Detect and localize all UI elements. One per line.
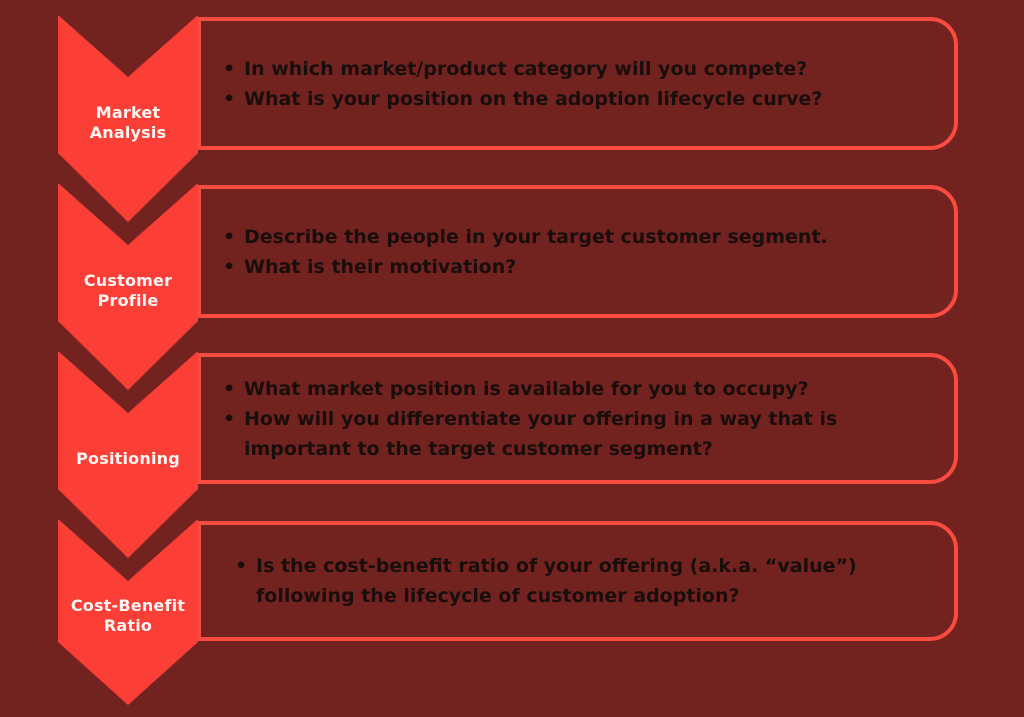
bullet-list: • What market position is available for …: [201, 374, 954, 464]
question-box-customer-profile: • Describe the people in your target cus…: [197, 185, 958, 318]
bullet-line: In which market/product category will yo…: [244, 57, 808, 80]
chevron-label-cost-benefit-ratio: Cost-Benefit Ratio: [70, 596, 186, 635]
bullet-item: • In which market/product category will …: [223, 54, 942, 84]
bullet-line: How will you differentiate your offering…: [244, 407, 838, 430]
bullet-list: • Describe the people in your target cus…: [201, 222, 954, 282]
bullet-line: following the lifecycle of customer adop…: [256, 585, 740, 607]
bullet-dot-icon: •: [223, 255, 236, 278]
chevron-label-customer-profile: Customer Profile: [83, 270, 173, 310]
bullet-dot-icon: •: [223, 407, 236, 430]
bullet-dot-icon: •: [223, 57, 236, 80]
bullet-line: What market position is available for yo…: [244, 377, 809, 400]
bullet-line: Is the cost-benefit ratio of your offeri…: [256, 555, 857, 577]
bullet-dot-icon: •: [223, 377, 236, 400]
chevron-label-market-analysis: Market Analysis: [89, 102, 167, 142]
chevron-market-analysis: Market Analysis: [58, 15, 198, 222]
bullet-line: important to the target customer segment…: [244, 437, 713, 460]
bullet-list: • In which market/product category will …: [201, 54, 954, 114]
bullet-item: • What market position is available for …: [223, 374, 942, 404]
bullet-item: • Is the cost-benefit ratio of your offe…: [235, 551, 942, 611]
bullet-list: • Is the cost-benefit ratio of your offe…: [201, 551, 954, 611]
bullet-line: What is their motivation?: [244, 255, 517, 278]
bullet-dot-icon: •: [235, 555, 248, 577]
bullet-dot-icon: •: [223, 87, 236, 110]
chevron-label-positioning: Positioning: [76, 448, 180, 468]
bullet-line: Describe the people in your target custo…: [244, 225, 828, 248]
bullet-item: • What is their motivation?: [223, 252, 942, 282]
bullet-line: What is your position on the adoption li…: [244, 87, 823, 110]
question-box-cost-benefit-ratio: • Is the cost-benefit ratio of your offe…: [197, 521, 958, 641]
question-box-positioning: • What market position is available for …: [197, 353, 958, 484]
bullet-item: • Describe the people in your target cus…: [223, 222, 942, 252]
bullet-item: • How will you differentiate your offeri…: [223, 404, 942, 464]
bullet-dot-icon: •: [223, 225, 236, 248]
bullet-item: • What is your position on the adoption …: [223, 84, 942, 114]
question-box-market-analysis: • In which market/product category will …: [197, 17, 958, 150]
